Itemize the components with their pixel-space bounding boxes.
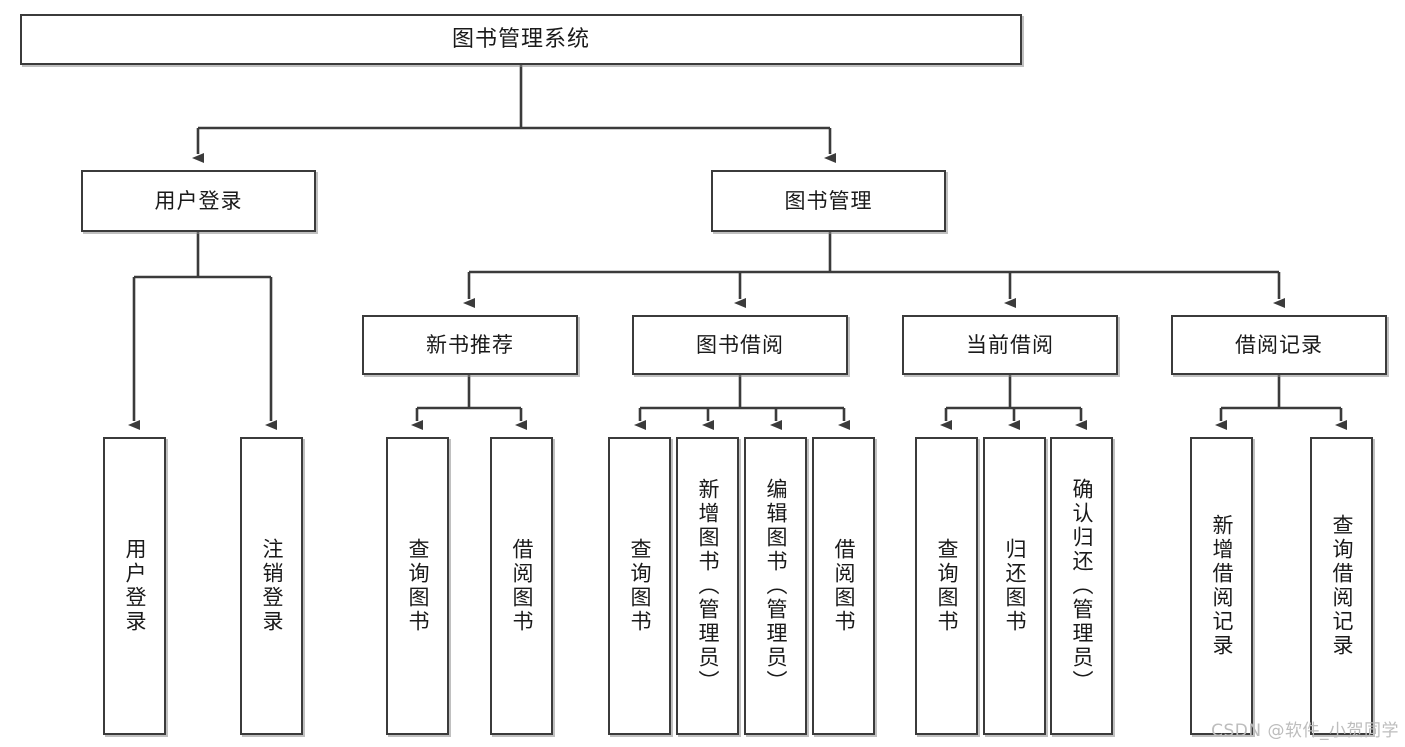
node-label: 新书推荐 (426, 332, 514, 357)
leaf-new-book-borrow[interactable]: 借阅图书 (490, 437, 553, 735)
node-label: 归还图书 (1003, 538, 1028, 634)
leaf-current-return-book[interactable]: 归还图书 (983, 437, 1046, 735)
leaf-logout[interactable]: 注销登录 (240, 437, 303, 735)
node-label: 当前借阅 (966, 332, 1054, 357)
node-label: 图书管理系统 (451, 26, 590, 52)
node-root-system[interactable]: 图书管理系统 (20, 14, 1022, 65)
node-borrow-records[interactable]: 借阅记录 (1171, 315, 1387, 375)
leaf-records-query[interactable]: 查询借阅记录 (1310, 437, 1373, 735)
node-label: 新增借阅记录 (1210, 514, 1235, 658)
node-current-borrow[interactable]: 当前借阅 (902, 315, 1118, 375)
node-label: 借阅图书 (510, 538, 535, 634)
node-label: 查询图书 (628, 538, 653, 634)
leaf-user-login[interactable]: 用户登录 (103, 437, 166, 735)
leaf-records-add[interactable]: 新增借阅记录 (1190, 437, 1253, 735)
node-new-book-recommend[interactable]: 新书推荐 (362, 315, 578, 375)
node-label: 借阅图书 (832, 538, 857, 634)
node-book-borrow[interactable]: 图书借阅 (632, 315, 848, 375)
node-label: 查询借阅记录 (1330, 514, 1355, 658)
leaf-new-book-query[interactable]: 查询图书 (386, 437, 449, 735)
node-label: 确认归还（管理员） (1070, 478, 1095, 694)
node-label: 注销登录 (260, 538, 285, 634)
node-label: 图书借阅 (696, 332, 784, 357)
leaf-borrow-add-book[interactable]: 新增图书（管理员） (676, 437, 739, 735)
node-book-management[interactable]: 图书管理 (711, 170, 946, 232)
node-label: 图书管理 (784, 188, 873, 213)
leaf-borrow-borrow-book[interactable]: 借阅图书 (812, 437, 875, 735)
leaf-current-confirm-return[interactable]: 确认归还（管理员） (1050, 437, 1113, 735)
node-label: 查询图书 (406, 538, 431, 634)
watermark: CSDN @软件_小贺同学 (1211, 721, 1399, 741)
node-label: 新增图书（管理员） (696, 478, 721, 694)
node-label: 用户登录 (123, 538, 148, 634)
node-user-login[interactable]: 用户登录 (81, 170, 316, 232)
node-label: 借阅记录 (1235, 332, 1323, 357)
leaf-borrow-edit-book[interactable]: 编辑图书（管理员） (744, 437, 807, 735)
node-label: 查询图书 (935, 538, 960, 634)
node-label: 用户登录 (154, 188, 243, 213)
node-label: 编辑图书（管理员） (764, 478, 789, 694)
leaf-borrow-query-book[interactable]: 查询图书 (608, 437, 671, 735)
leaf-current-query-book[interactable]: 查询图书 (915, 437, 978, 735)
